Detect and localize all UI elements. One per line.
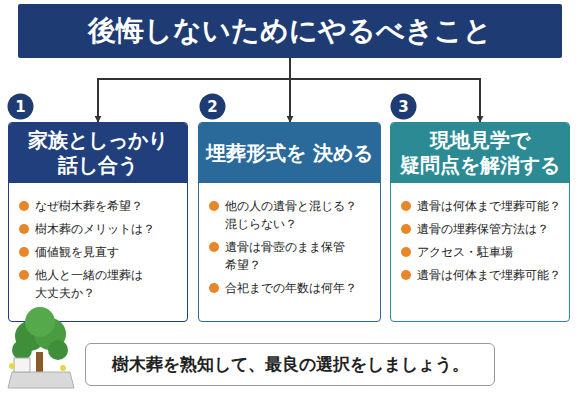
bullet-row: 遺骨の埋葬保管方法は？ [401, 220, 563, 238]
step-number-circle: 1 [7, 93, 34, 120]
bullet-row: なぜ樹木葬を希望？ [19, 197, 181, 215]
branch-arrow [290, 58, 480, 122]
branch-arrow [98, 58, 290, 122]
summary-text: 樹木葬を熟知して、最良の選択をしましょう。 [112, 353, 469, 376]
bullet-dot [19, 270, 29, 280]
bullet-row: 価値観を見直す [19, 243, 181, 261]
bullet-row: 合祀までの年数は何年？ [209, 279, 374, 297]
step-heading: 埋葬形式を 決める [199, 123, 380, 183]
bullet-dot [209, 242, 219, 252]
tree-foliage [25, 307, 55, 337]
bullet-text: 樹木葬のメリットは？ [35, 220, 155, 238]
grave-plate [14, 358, 30, 372]
bullet-dot [209, 283, 219, 293]
bullet-text: 遺骨の埋葬保管方法は？ [417, 220, 549, 238]
tree-trunk [36, 352, 43, 374]
bullet-dot [401, 270, 411, 280]
step-number-circle: 3 [390, 93, 417, 120]
step-box: 現地見学で 疑問点を解消する遺骨は何体まで埋葬可能？ 遺骨の埋葬保管方法は？ アクセ… [390, 122, 570, 322]
bullet-text: 他人と一緒の埋葬は 大丈夫か？ [35, 266, 181, 302]
bullet-dot [19, 247, 29, 257]
bullet-dot [401, 247, 411, 257]
bullet-text: アクセス・駐車場 [417, 243, 513, 261]
bullet-text: 他の人の遺骨と混じる？ 混じらない？ [225, 197, 374, 233]
bullet-text: 遺骨は何体まで埋葬可能？ [417, 266, 561, 284]
bullet-row: 遺骨は何体まで埋葬可能？ [401, 266, 563, 284]
step-body: 他の人の遺骨と混じる？ 混じらない？ 遺骨は骨壺のまま保管 希望？ 合祀までの年数は… [199, 183, 380, 297]
bullet-dot [19, 201, 29, 211]
step-body: 遺骨は何体まで埋葬可能？遺骨の埋葬保管方法は？アクセス・駐車場遺骨は何体まで埋葬… [391, 183, 569, 284]
bullet-row: 遺骨は何体まで埋葬可能？ [401, 197, 563, 215]
step-box: 家族としっかり 話し合うなぜ樹木葬を希望？ 樹木葬のメリットは？ 価値観を見直す他人… [8, 122, 188, 322]
step-heading: 現地見学で 疑問点を解消する [391, 123, 569, 183]
circle-shape [200, 94, 226, 120]
tree-foliage [12, 340, 32, 360]
step-heading: 家族としっかり 話し合う [9, 123, 187, 183]
flower [60, 365, 66, 371]
bullet-dot [401, 201, 411, 211]
circle-shape [8, 94, 34, 120]
flower [9, 363, 15, 369]
branch-arrow [289, 58, 291, 122]
bullet-text: 遺骨は何体まで埋葬可能？ [417, 197, 561, 215]
step-body: なぜ樹木葬を希望？ 樹木葬のメリットは？ 価値観を見直す他人と一緒の埋葬は 大丈夫か… [9, 183, 187, 302]
bullet-row: 遺骨は骨壺のまま保管 希望？ [209, 238, 374, 274]
step-box: 埋葬形式を 決める他の人の遺骨と混じる？ 混じらない？ 遺骨は骨壺のまま保管 希望… [198, 122, 381, 322]
bullet-text: 合祀までの年数は何年？ [225, 279, 357, 297]
bullet-dot [209, 201, 219, 211]
step-number: 3 [398, 98, 408, 116]
bullet-text: 価値観を見直す [35, 243, 119, 261]
tree-foliage [48, 340, 68, 360]
tree-group [8, 307, 74, 388]
summary-box: 樹木葬を熟知して、最良の選択をしましょう。 [85, 343, 495, 386]
title-band: 後悔しないためにやるべきこと [18, 4, 562, 58]
bullet-dot [401, 224, 411, 234]
bullet-row: アクセス・駐車場 [401, 243, 563, 261]
bullet-dot [19, 224, 29, 234]
step-number: 1 [15, 98, 25, 116]
bullet-row: 樹木葬のメリットは？ [19, 220, 181, 238]
bullet-row: 他人と一緒の埋葬は 大丈夫か？ [19, 266, 181, 302]
tree-foliage [34, 318, 66, 350]
step-number: 2 [207, 98, 217, 116]
tree-foliage [15, 321, 45, 351]
bullet-text: なぜ樹木葬を希望？ [35, 197, 143, 215]
grave-base [8, 372, 74, 388]
title-text: 後悔しないためにやるべきこと [88, 12, 492, 50]
step-number-circle: 2 [199, 93, 226, 120]
circle-shape [391, 94, 417, 120]
bullet-row: 他の人の遺骨と混じる？ 混じらない？ [209, 197, 374, 233]
bullet-text: 遺骨は骨壺のまま保管 希望？ [225, 238, 374, 274]
